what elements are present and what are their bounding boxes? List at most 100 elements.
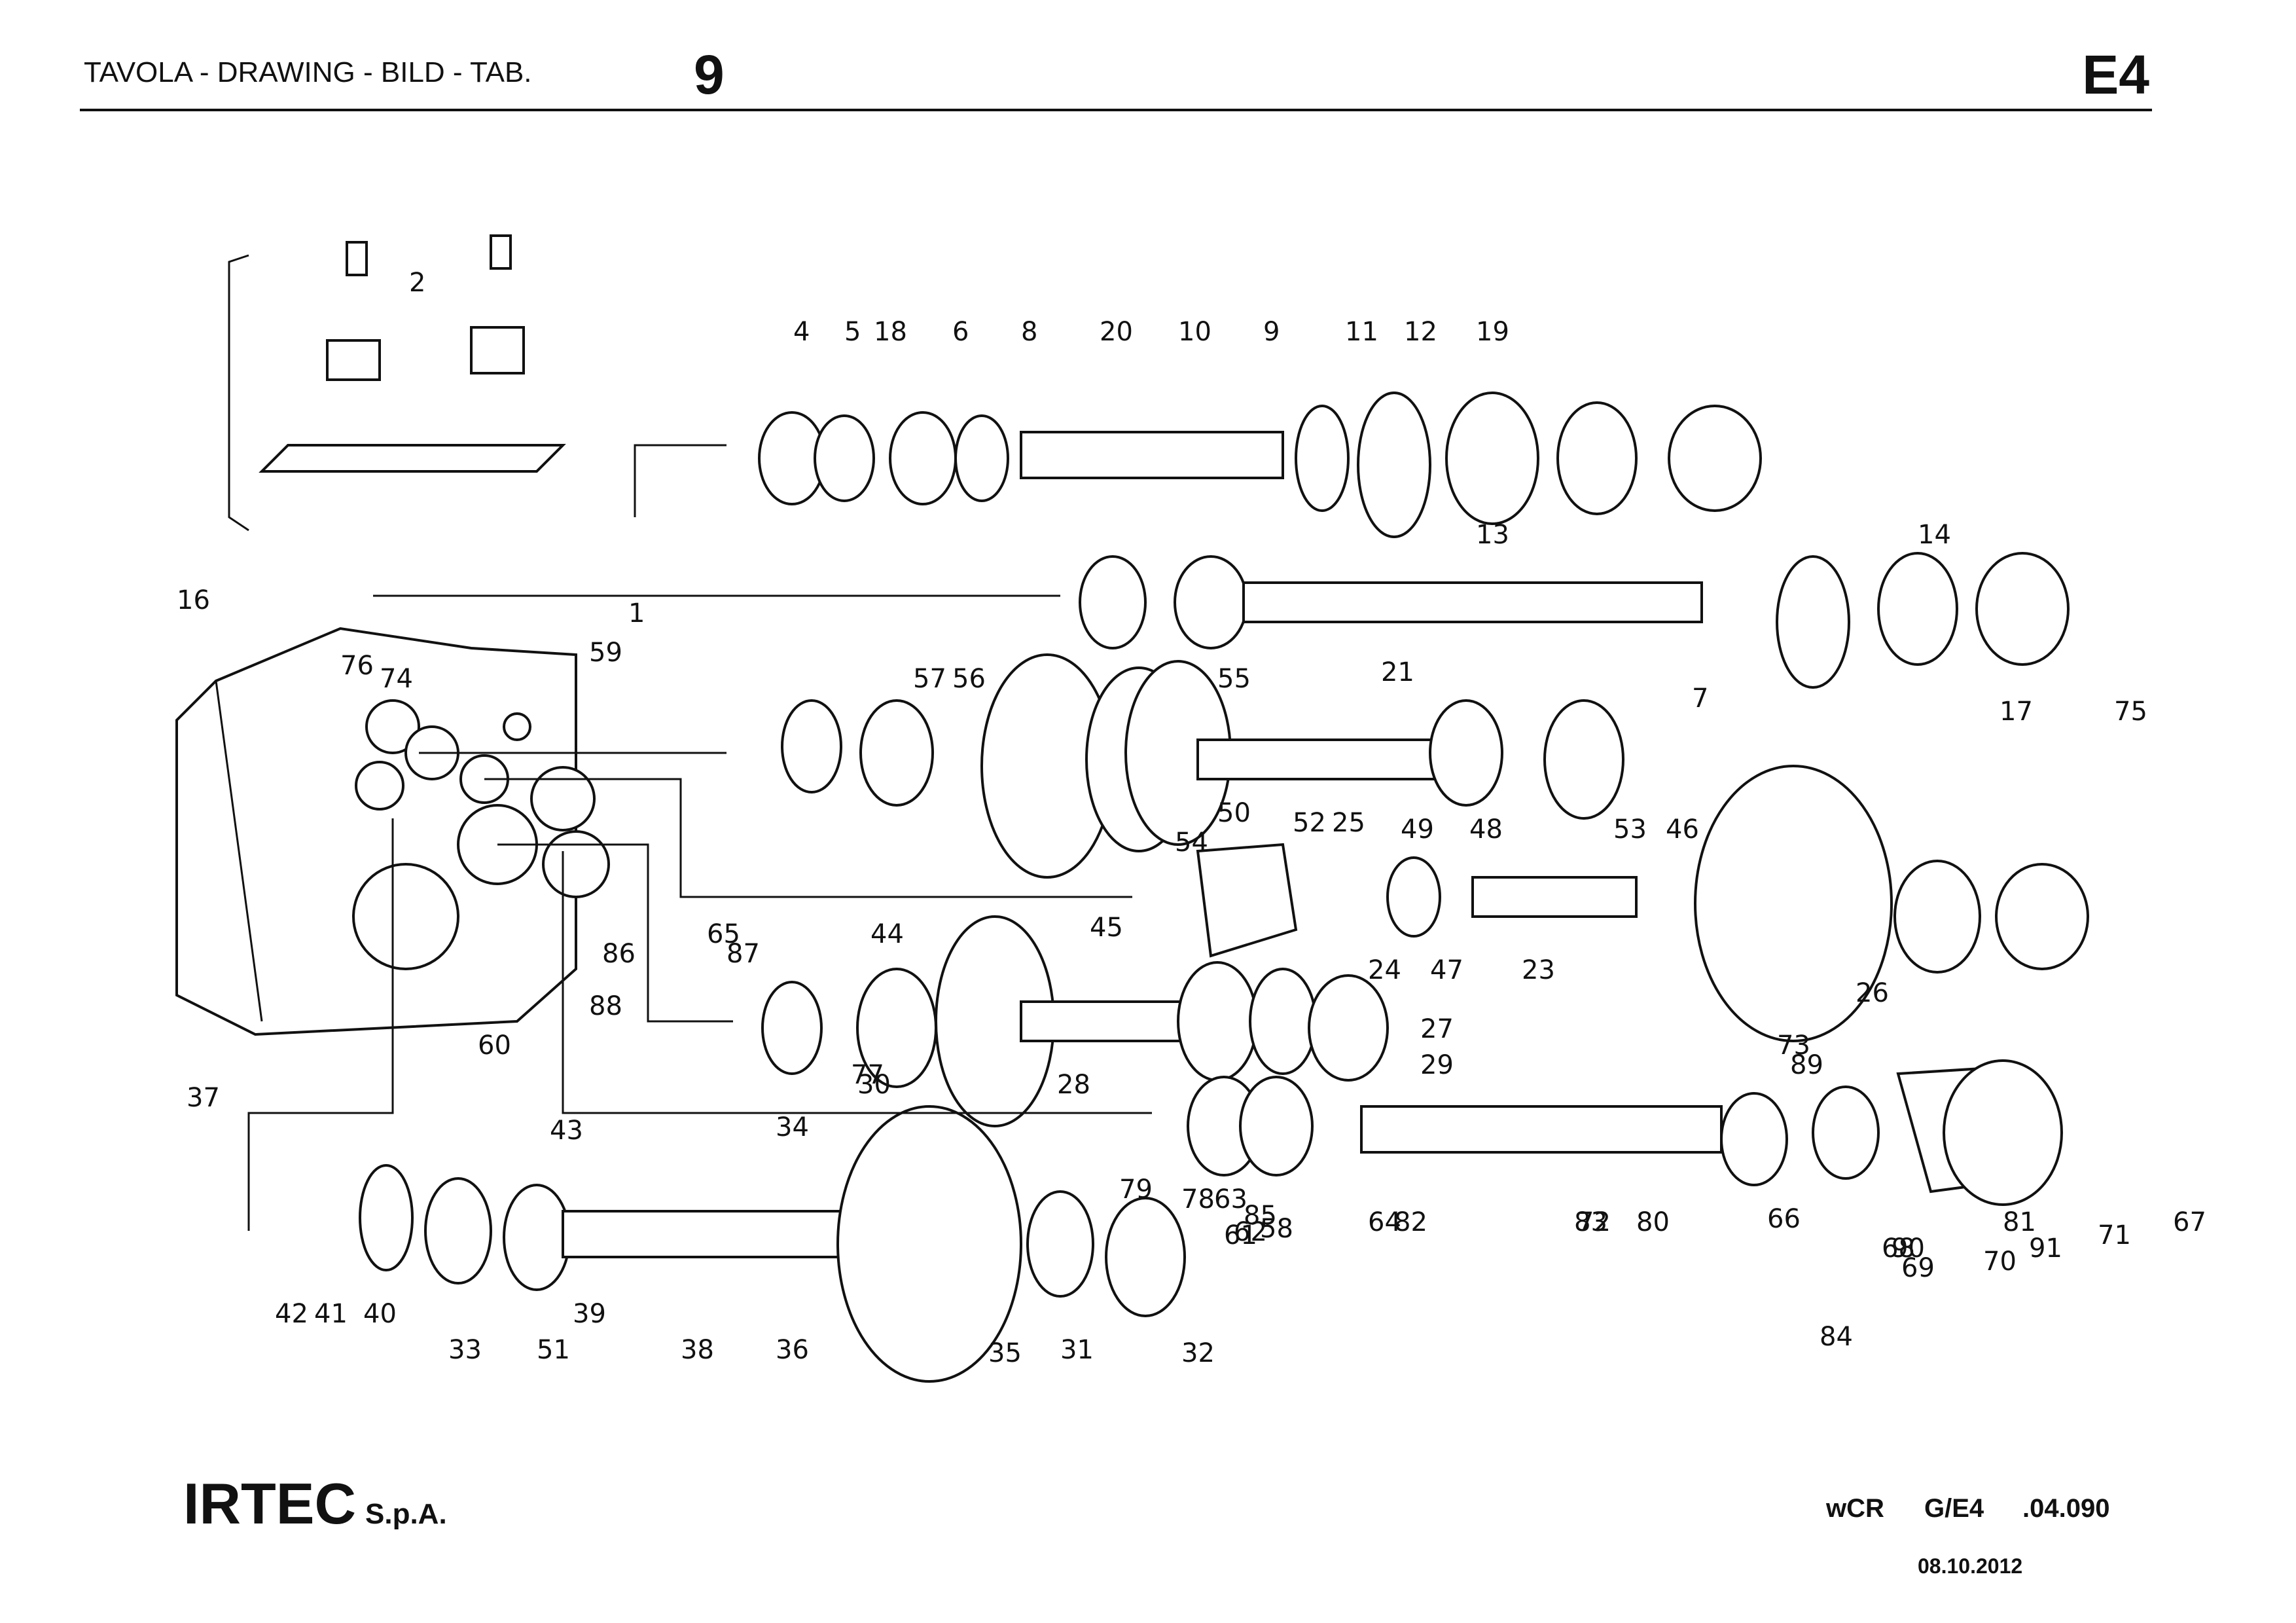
callout-label: 21 [1381, 657, 1414, 687]
callout-label: 55 [1217, 664, 1251, 694]
callout-label: 10 [1178, 317, 1211, 347]
callout-label: 13 [1476, 520, 1509, 550]
callout-label: 51 [537, 1335, 570, 1365]
callout-label: 89 [1790, 1050, 1823, 1080]
callout-label: 6 [952, 317, 969, 347]
callout-label: 70 [1983, 1247, 2017, 1277]
callout-label: 64 [1368, 1207, 1401, 1237]
callout-label: 42 [275, 1299, 308, 1329]
callout-label: 63 [1214, 1184, 1247, 1214]
callout-label: 71 [2098, 1220, 2131, 1250]
callout-label: 78 [1181, 1184, 1215, 1214]
callout-label: 79 [1119, 1175, 1153, 1205]
drawing-label: TAVOLA - DRAWING - BILD - TAB. [84, 56, 532, 88]
callout-label: 88 [589, 991, 622, 1021]
callout-label: 45 [1090, 913, 1123, 943]
assembly-leaders [247, 444, 1152, 1231]
callout-label: 90 [1892, 1233, 1925, 1264]
callout-label: 72 [1577, 1207, 1611, 1237]
callout-label: 47 [1430, 955, 1463, 985]
callout-label: 27 [1420, 1014, 1454, 1044]
callout-label: 67 [2173, 1207, 2206, 1237]
callout-label: 18 [874, 317, 907, 347]
callout-label: 16 [177, 585, 210, 615]
callout-label: 69 [1901, 1253, 1935, 1283]
callout-label: 33 [448, 1335, 482, 1365]
callout-label: 83 [1574, 1207, 1607, 1237]
callout-label: 49 [1401, 814, 1434, 845]
countershaft-row [1079, 552, 2070, 689]
callout-label: 17 [2000, 697, 2033, 727]
callout-label: 11 [1345, 317, 1378, 347]
callout-label: 41 [314, 1299, 348, 1329]
main-shaft-row [781, 653, 1624, 879]
ref-number: .04.090 [2022, 1494, 2110, 1523]
callout-label: 52 [1293, 808, 1326, 838]
callout-label: 85 [1244, 1201, 1277, 1231]
callout-label: 61 [1224, 1220, 1257, 1250]
callout-label: 53 [1613, 814, 1647, 845]
callout-label: 4 [793, 317, 810, 347]
callout-label: 86 [602, 939, 636, 969]
callout-label: 48 [1469, 814, 1503, 845]
callout-labels: 1 2 4 5 6 7 8 9 10 11 12 13 14 16 17 18 … [177, 268, 2206, 1368]
callout-label: 68 [1882, 1233, 1915, 1264]
callout-label: 82 [1394, 1207, 1427, 1237]
callout-label: 73 [1777, 1030, 1810, 1061]
callout-label: 2 [409, 268, 425, 298]
callout-label: 80 [1636, 1207, 1670, 1237]
callout-label: 31 [1060, 1335, 1094, 1365]
output-shaft-row [1187, 1059, 2063, 1206]
callout-label: 23 [1522, 955, 1555, 985]
callout-label: 66 [1767, 1204, 1801, 1234]
ref-group: G/E4 [1924, 1494, 1984, 1523]
company-suffix: S.p.A. [365, 1498, 447, 1530]
ref-date: 08.10.2012 [1918, 1554, 2023, 1578]
gearbox-housing [175, 627, 610, 1036]
callout-label: 46 [1666, 814, 1699, 845]
callout-label: 44 [870, 919, 904, 949]
callout-label: 38 [681, 1335, 714, 1365]
callout-label: 28 [1057, 1070, 1090, 1100]
pto-shaft-row [761, 765, 2089, 1127]
callout-label: 29 [1420, 1050, 1454, 1080]
callout-label: 54 [1175, 828, 1208, 858]
callout-label: 87 [726, 939, 760, 969]
callout-label: 62 [1234, 1217, 1267, 1247]
callout-label: 40 [363, 1299, 397, 1329]
callout-label: 57 [913, 664, 946, 694]
input-shaft-row [758, 392, 1762, 538]
callout-label: 77 [851, 1060, 884, 1090]
callout-label: 81 [2003, 1207, 2036, 1237]
ref-model: wCR [1826, 1494, 1884, 1523]
callout-label: 24 [1368, 955, 1401, 985]
callout-label: 5 [844, 317, 861, 347]
callout-label: 25 [1332, 808, 1365, 838]
callout-label: 43 [550, 1116, 583, 1146]
callout-label: 36 [776, 1335, 809, 1365]
callout-label: 34 [776, 1112, 809, 1142]
callout-label: 30 [857, 1070, 891, 1100]
callout-label: 20 [1100, 317, 1133, 347]
callout-label: 32 [1181, 1338, 1215, 1368]
callout-label: 1 [628, 598, 645, 629]
callout-label: 84 [1820, 1322, 1853, 1352]
callout-label: 65 [707, 919, 740, 949]
callout-label: 9 [1263, 317, 1280, 347]
callout-label: 58 [1260, 1214, 1293, 1244]
callout-label: 91 [2029, 1233, 2062, 1264]
callout-label: 37 [187, 1083, 220, 1113]
reverse-shaft-row [359, 1105, 1186, 1383]
callout-label: 26 [1856, 978, 1889, 1008]
callout-label: 35 [988, 1338, 1022, 1368]
table-number: 9 [694, 44, 725, 105]
callout-label: 60 [478, 1030, 511, 1061]
callout-label: 7 [1692, 684, 1708, 714]
callout-label: 76 [340, 651, 374, 681]
callout-label: 59 [589, 638, 622, 668]
callout-label: 8 [1021, 317, 1037, 347]
callout-label: 74 [380, 664, 413, 694]
callout-label: 14 [1918, 520, 1951, 550]
